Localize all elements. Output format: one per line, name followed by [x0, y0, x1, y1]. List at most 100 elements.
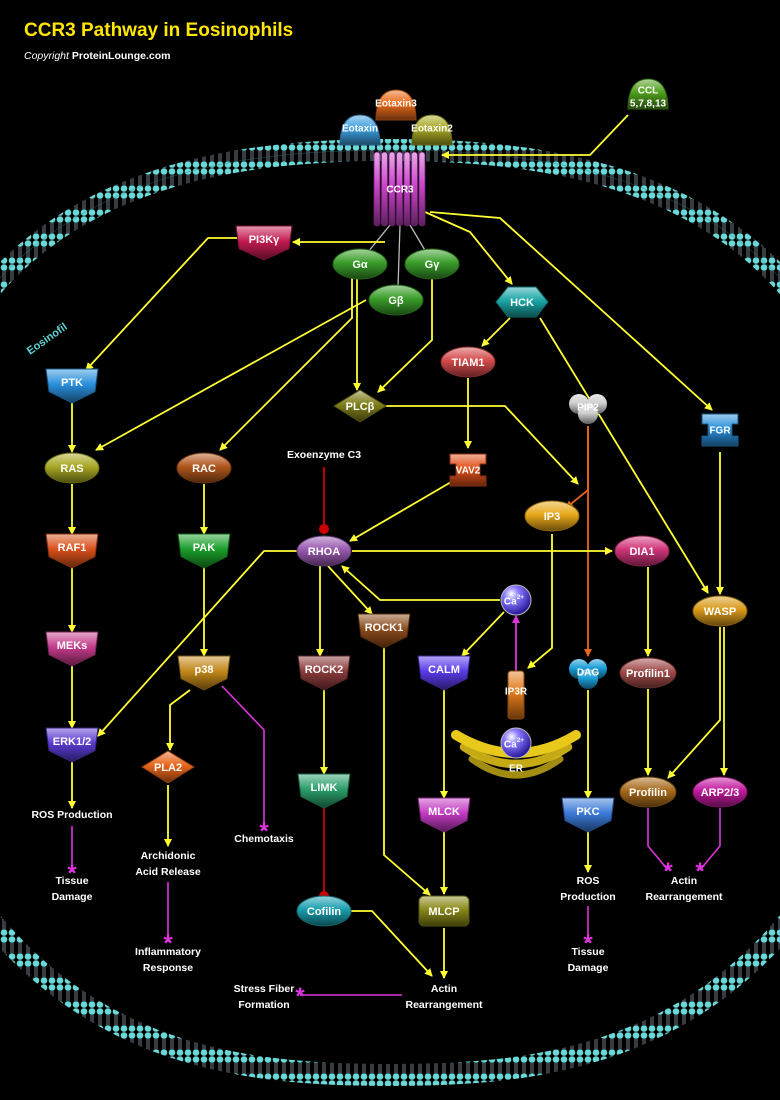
node-label: Eotaxin [342, 124, 378, 135]
node-label: HCK [510, 297, 534, 309]
edge-ip3-to-ip3r [527, 534, 553, 669]
node-label: PTK [61, 377, 83, 389]
node-pla2[interactable]: PLA2 [141, 750, 195, 784]
node-raf1[interactable]: RAF1 [45, 533, 99, 569]
text-line: ROS [577, 875, 600, 887]
node-label: Cofilin [307, 906, 341, 918]
edge-pip2-to-ip3 [565, 426, 589, 509]
edge-ccr3-to-gbeta [397, 224, 401, 289]
node-label: Profilin [629, 787, 667, 799]
asterisk-icon: * [663, 858, 673, 885]
node-ca_er[interactable]: Ca2+ [500, 727, 532, 759]
node-eotaxin3[interactable]: Eotaxin3 [375, 89, 417, 121]
edge-ccr3-to-hck [424, 211, 513, 285]
node-wasp[interactable]: WASP [692, 595, 748, 627]
node-label: PAK [193, 542, 215, 554]
asterisk-icon: * [163, 930, 173, 957]
edge-ccl-to-ccr3 [441, 114, 629, 159]
node-label: IP3 [544, 511, 561, 523]
edge-pi3k-to-ptk [85, 237, 242, 371]
node-ras[interactable]: RAS [44, 452, 100, 484]
node-rhoa[interactable]: RHOA [296, 535, 352, 567]
node-p38[interactable]: p38 [177, 655, 231, 691]
node-label: Eotaxin2 [411, 124, 453, 135]
node-arp23[interactable]: ARP2/3 [692, 776, 748, 808]
node-fgr[interactable]: FGR [701, 413, 739, 447]
node-label: Gβ [388, 295, 404, 307]
node-dag[interactable]: DAG [569, 659, 607, 689]
node-label: IP3R [505, 687, 528, 698]
edge-gbeta-to-ras [95, 299, 367, 451]
node-gbeta[interactable]: Gβ [368, 284, 424, 316]
node-pi3k[interactable]: PI3Kγ [235, 225, 293, 261]
node-eotaxin[interactable]: Eotaxin [339, 114, 381, 146]
inhibition-cap-rhoa [319, 524, 329, 534]
text-line: Actin [431, 983, 457, 995]
node-ccr3[interactable]: CCR3 [373, 151, 426, 227]
node-tiam1[interactable]: TIAM1 [440, 346, 496, 378]
text-line: Stress Fiber [234, 983, 295, 995]
node-rac[interactable]: RAC [176, 452, 232, 484]
node-erk[interactable]: ERK1/2 [45, 727, 99, 763]
cell-membrane [0, 138, 780, 1087]
node-profilin1[interactable]: Profilin1 [619, 657, 677, 689]
node-rock1[interactable]: ROCK1 [357, 613, 411, 649]
node-limk[interactable]: LIMK [297, 773, 351, 809]
node-ip3[interactable]: IP3 [524, 500, 580, 532]
node-label: LIMK [311, 782, 338, 794]
node-label: RAC [192, 463, 216, 475]
node-plcb[interactable]: PLCβ [333, 389, 387, 423]
node-calm[interactable]: CALM [417, 655, 471, 691]
text-ros1: ROS Production [31, 809, 112, 821]
node-cofilin[interactable]: Cofilin [296, 895, 352, 927]
node-label: Profilin1 [626, 668, 670, 680]
node-meks[interactable]: MEKs [45, 631, 99, 667]
er-fold [459, 742, 573, 769]
node-dia1[interactable]: DIA1 [614, 535, 670, 567]
edge-rhoa-to-erk [97, 550, 298, 737]
edge-p38-to-pla2 [166, 689, 191, 751]
text-line: ROS Production [31, 809, 112, 821]
edge-ccr3-to-galpha [367, 224, 391, 253]
node-galpha[interactable]: Gα [332, 248, 388, 280]
edge-rock1-to-mlcp [383, 648, 431, 896]
asterisk-icon: * [695, 858, 705, 885]
edge-cofilin-to-actin_mid [348, 910, 433, 977]
node-pak[interactable]: PAK [177, 533, 231, 569]
text-exoenzyme: Exoenzyme C3 [287, 449, 361, 461]
node-ptk[interactable]: PTK [45, 368, 99, 404]
edge-hck-to-wasp [539, 317, 709, 594]
cell-label: Eosinofil [25, 321, 70, 357]
node-label: ERK1/2 [53, 736, 92, 748]
copyright-prefix: Copyright [24, 50, 69, 62]
node-ca_top[interactable]: Ca2+ [500, 584, 532, 616]
asterisk-icon: * [295, 983, 305, 1010]
node-mlcp[interactable]: MLCP [418, 895, 470, 927]
text-line: Damage [568, 962, 609, 974]
text-line: Chemotaxis [234, 833, 294, 845]
text-line: Inflammatory [135, 946, 201, 958]
text-line: Formation [238, 999, 289, 1011]
copyright-notice: Copyright ProteinLounge.com [24, 50, 170, 62]
node-ip3r[interactable]: IP3R [505, 670, 528, 720]
node-profilin[interactable]: Profilin [619, 776, 677, 808]
node-eotaxin2[interactable]: Eotaxin2 [411, 114, 453, 146]
node-label: TIAM1 [452, 357, 485, 369]
node-pkc[interactable]: PKC [561, 797, 615, 833]
node-rock2[interactable]: ROCK2 [297, 655, 351, 691]
text-line: Response [143, 962, 193, 974]
node-hck[interactable]: HCK [495, 286, 549, 318]
edge-plcb-to-ip3 [385, 405, 579, 485]
node-ggamma[interactable]: Gγ [404, 248, 460, 280]
asterisk-icon: * [67, 860, 77, 887]
node-vav2[interactable]: VAV2 [449, 453, 487, 487]
node-pip2[interactable]: PIP2 [569, 394, 607, 424]
node-mlck[interactable]: MLCK [417, 797, 471, 833]
text-line: Rearrangement [405, 999, 483, 1011]
outcome-link-p38-to-chemotaxis [221, 685, 265, 830]
node-label: ROCK1 [365, 622, 404, 634]
edge-ccr3-to-fgr [429, 211, 713, 411]
node-er[interactable]: ER [509, 764, 524, 775]
node-label: PLCβ [346, 401, 375, 413]
